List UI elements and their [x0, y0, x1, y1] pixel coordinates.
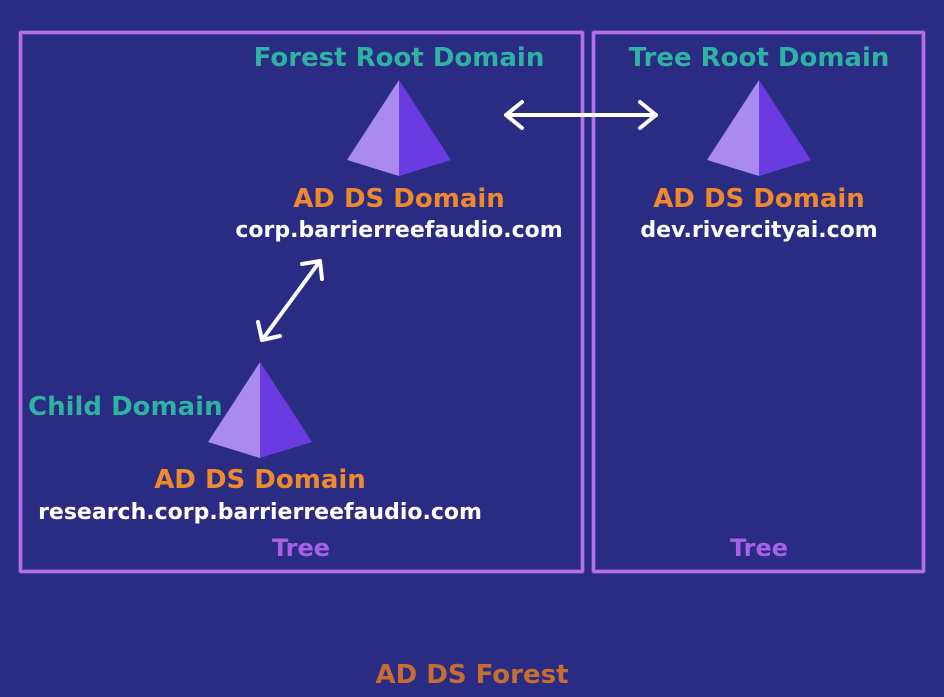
child-pyramid-icon	[208, 362, 312, 458]
forest-label: AD DS Forest	[375, 660, 569, 690]
tree-trust-double-arrow-icon	[504, 100, 658, 130]
tree-root-domain-name: dev.rivercityai.com	[640, 218, 878, 243]
child-role-label: Child Domain	[28, 392, 223, 422]
tree-root-type-label: AD DS Domain	[653, 184, 865, 214]
child-domain-name: research.corp.barrierreefaudio.com	[38, 500, 482, 525]
forest-root-type-label: AD DS Domain	[293, 184, 505, 214]
parent-child-trust-double-arrow-icon	[256, 259, 324, 342]
tree-root-pyramid-icon	[707, 80, 811, 176]
forest-root-domain-name: corp.barrierreefaudio.com	[235, 218, 563, 243]
child-type-label: AD DS Domain	[154, 465, 366, 495]
forest-root-role-label: Forest Root Domain	[253, 43, 545, 73]
tree-box-left	[19, 31, 584, 573]
tree-box-right	[592, 31, 925, 573]
tree-root-role-label: Tree Root Domain	[628, 43, 890, 73]
forest-root-pyramid-icon	[347, 80, 451, 176]
tree-label-right: Tree	[729, 534, 789, 562]
tree-label-left: Tree	[271, 534, 331, 562]
